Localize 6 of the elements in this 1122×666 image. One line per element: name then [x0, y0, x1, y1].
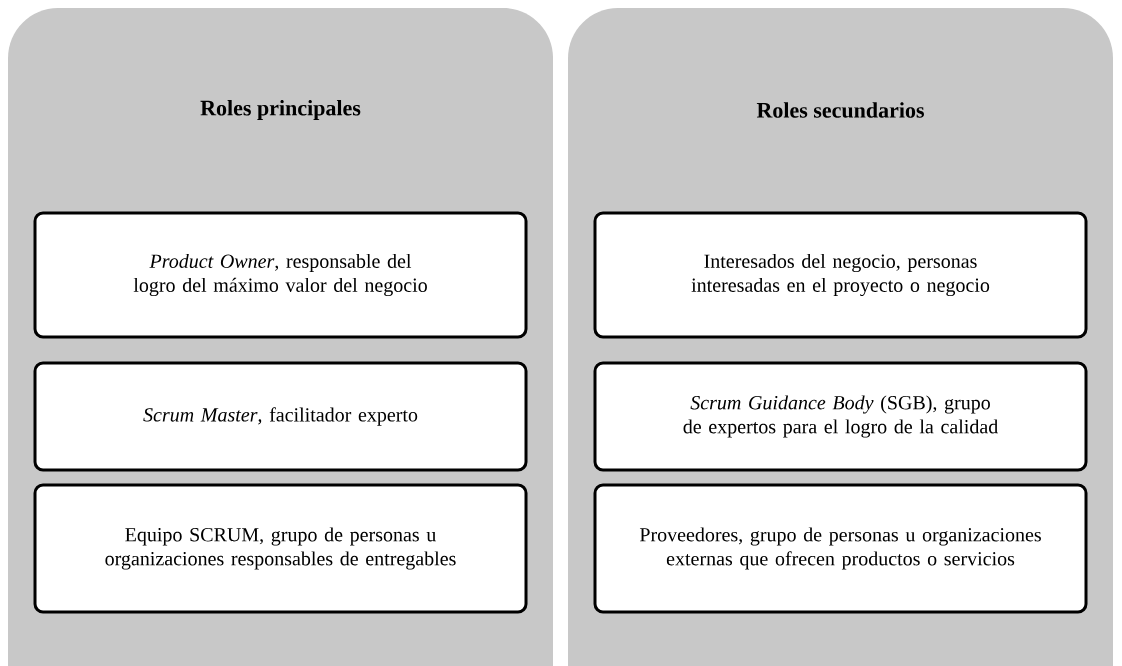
role-box: Product Owner, responsable del logro del máximo valor del negocio [33, 211, 528, 339]
role-box: Proveedores, grupo de personas u organizaciones externas que ofrecen productos o servicios [593, 483, 1088, 614]
role-box: Scrum Guidance Body (SGB), grupo de expertos para el logro de la calidad [593, 361, 1088, 472]
role-box: Interesados del negocio, personas interesadas en el proyecto o negocio [593, 211, 1088, 339]
role-box: Equipo SCRUM, grupo de personas u organizaciones responsables de entregables [33, 483, 528, 614]
role-box: Scrum Master, facilitador experto [33, 361, 528, 472]
